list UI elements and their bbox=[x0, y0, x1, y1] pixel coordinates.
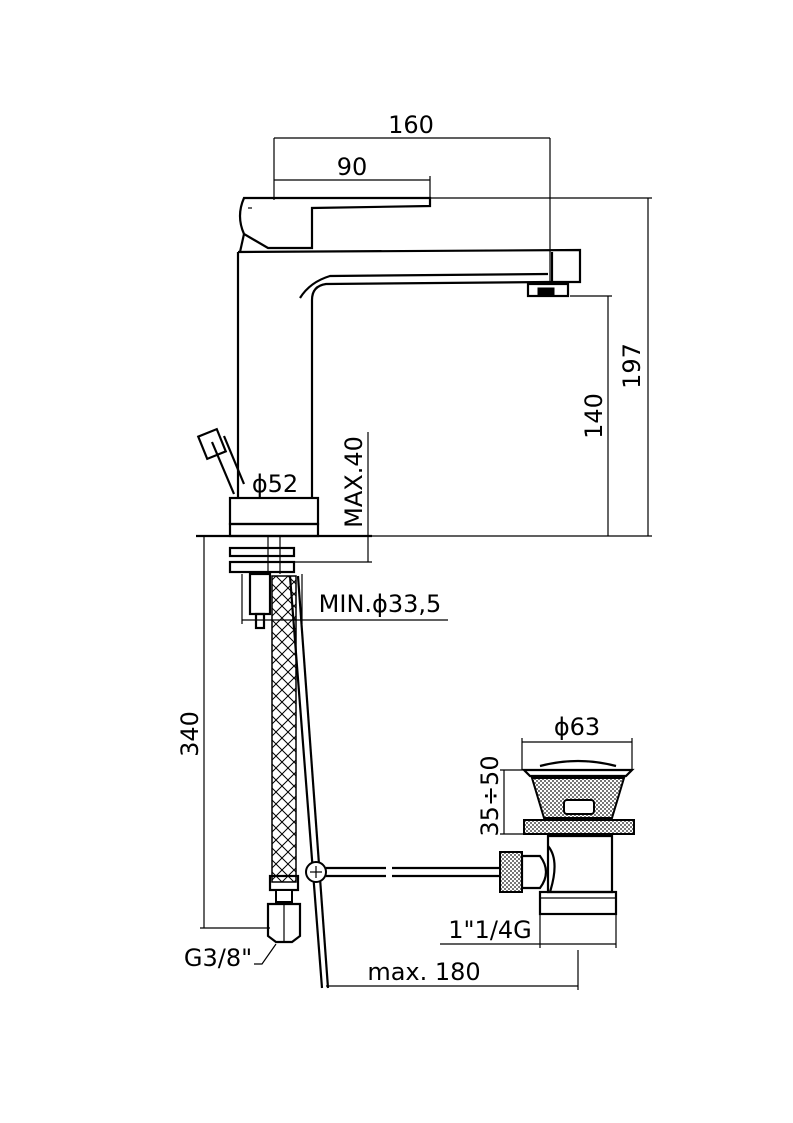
faucet-column bbox=[236, 252, 549, 498]
dimension-lines bbox=[200, 137, 652, 990]
dim-hose-thread: G3/8" bbox=[184, 944, 252, 972]
dim-drain-diameter: ϕ63 bbox=[554, 713, 600, 741]
spout bbox=[237, 248, 582, 299]
flexible-hose bbox=[266, 575, 302, 944]
dim-drain-range: 35÷50 bbox=[476, 755, 504, 836]
dim-hose-length: 340 bbox=[176, 711, 204, 757]
dim-height-total: 197 bbox=[618, 343, 646, 389]
dim-min-hole: MIN.ϕ33,5 bbox=[319, 590, 442, 618]
dim-width-total: 160 bbox=[388, 111, 434, 139]
lever-handle bbox=[238, 196, 432, 250]
dim-spout-height: 140 bbox=[580, 393, 608, 439]
mounting-hardware bbox=[196, 534, 372, 630]
drain-rod bbox=[288, 575, 500, 989]
dim-rod-max: max. 180 bbox=[367, 958, 480, 986]
faucet-base bbox=[228, 496, 320, 526]
dim-base-diameter: ϕ52 bbox=[252, 470, 298, 498]
dim-lever-length: 90 bbox=[337, 153, 368, 181]
dim-max-thickness: MAX.40 bbox=[340, 436, 368, 528]
drain-assembly bbox=[499, 759, 635, 916]
lift-rod bbox=[210, 441, 236, 495]
dim-drain-thread: 1"1/4G bbox=[448, 916, 532, 944]
